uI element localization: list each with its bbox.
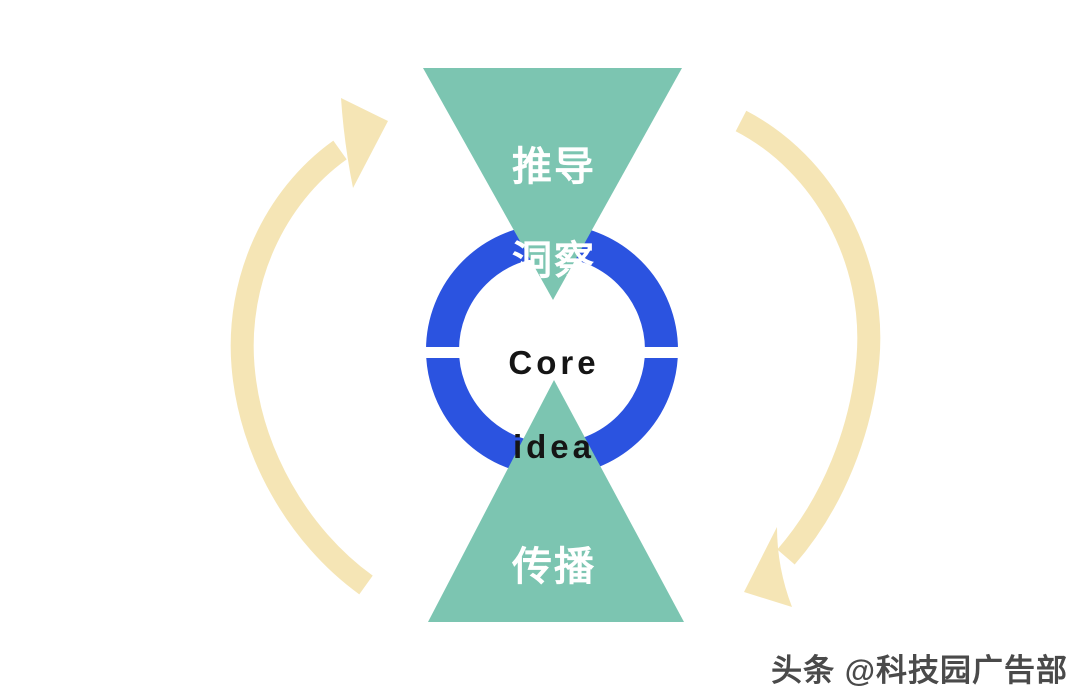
top-triangle-label: 推导 洞察 [452,97,656,332]
watermark: 头条 @科技园广告部 [771,653,1068,688]
bottom-triangle-label-line1: 传播 [512,545,596,589]
cycle-arrow-left-icon [230,98,388,595]
cycle-arrow-left-head [341,98,388,188]
core-ring-gap-right [639,347,683,358]
top-triangle-label-line2: 洞察 [512,239,596,283]
core-idea-label-line2: idea [512,428,596,465]
cycle-arrow-right-icon [735,110,881,607]
top-triangle-label-line1: 推导 [512,145,596,189]
cycle-arrow-right-head [744,527,792,607]
bottom-triangle-label-line2: 扩散 [512,639,596,683]
core-idea-label: Core idea [442,300,666,510]
cycle-arrow-right-arc [735,110,881,565]
cycle-arrow-left-arc [230,140,373,595]
core-idea-label-line1: Core [508,344,600,381]
bottom-triangle-label: 传播 扩散 [452,497,656,696]
top-triangle [423,68,682,300]
bottom-triangle [428,380,684,622]
core-ring-gap-left [421,347,465,358]
